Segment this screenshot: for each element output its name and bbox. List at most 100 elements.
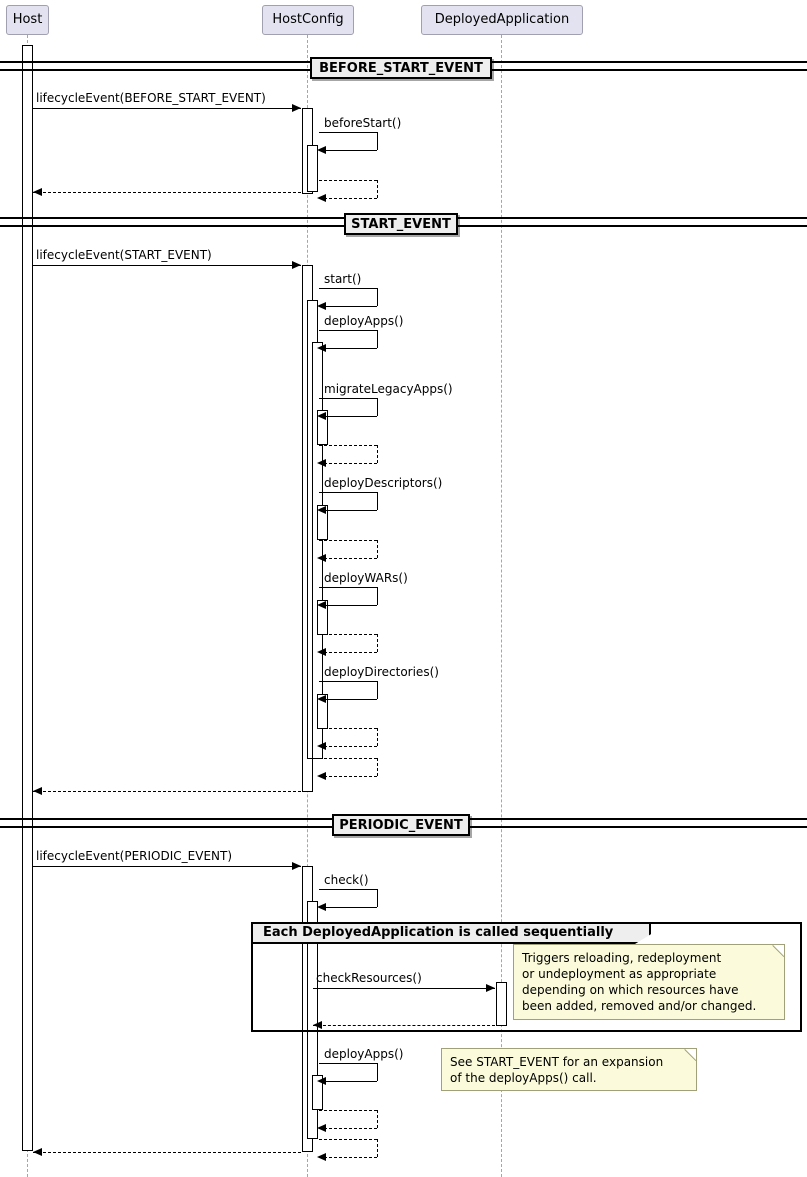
arrowhead-icon [317, 695, 326, 703]
message-line [33, 265, 301, 266]
activation-bar [22, 45, 33, 1151]
message-label: migrateLegacyApps() [324, 382, 453, 396]
arrowhead-icon [292, 862, 301, 870]
self-message-top [319, 889, 377, 890]
self-message-bottom [319, 907, 377, 908]
message-label: checkResources() [316, 971, 422, 985]
arrowhead-icon [313, 1021, 322, 1029]
self-message-side [377, 728, 378, 746]
self-message-top [319, 1139, 377, 1140]
note-check-resources: Triggers reloading, redeployment or unde… [513, 944, 785, 1020]
self-message-side [377, 398, 378, 416]
lifeline-deployedapplication [501, 35, 502, 1177]
self-message-bottom [319, 699, 377, 700]
self-message-side [377, 132, 378, 150]
message-line [313, 1025, 495, 1026]
activation-bar [312, 1075, 323, 1110]
message-line [33, 866, 301, 867]
self-message-bottom [319, 306, 377, 307]
message-label: deployApps() [324, 314, 404, 328]
self-message-side [377, 587, 378, 605]
arrowhead-icon [317, 772, 326, 780]
self-message-top [319, 330, 377, 331]
arrowhead-icon [33, 188, 42, 196]
self-message-top [319, 1110, 377, 1111]
arrowhead-icon [317, 1124, 326, 1132]
participant-host[interactable]: Host [6, 5, 49, 35]
message-label: deployApps() [324, 1047, 404, 1061]
self-message-bottom [319, 510, 377, 511]
self-message-bottom [319, 746, 377, 747]
note-fold-corner-icon [685, 1049, 696, 1060]
note-fold-corner-icon [773, 945, 784, 956]
message-line [313, 988, 495, 989]
arrowhead-icon [317, 1153, 326, 1161]
arrowhead-icon [317, 554, 326, 562]
message-label: lifecycleEvent(START_EVENT) [36, 248, 212, 262]
arrowhead-icon [33, 1148, 42, 1156]
self-message-side [377, 758, 378, 776]
self-message-bottom [319, 1128, 377, 1129]
activation-bar [307, 145, 318, 192]
message-line [33, 791, 301, 792]
loop-frame-label: Each DeployedApplication is called seque… [251, 922, 651, 944]
self-message-side [377, 634, 378, 652]
arrowhead-icon [33, 787, 42, 795]
participant-hostconfig[interactable]: HostConfig [262, 5, 354, 35]
arrowhead-icon [292, 104, 301, 112]
self-message-side [377, 889, 378, 907]
self-message-top [319, 492, 377, 493]
arrowhead-icon [317, 344, 326, 352]
arrowhead-icon [317, 742, 326, 750]
arrowhead-icon [317, 506, 326, 514]
arrowhead-icon [317, 601, 326, 609]
message-label: lifecycleEvent(PERIODIC_EVENT) [36, 849, 233, 863]
self-message-top [319, 180, 377, 181]
self-message-top [319, 728, 377, 729]
message-label: deployDirectories() [324, 665, 439, 679]
self-message-top [319, 758, 377, 759]
self-message-side [377, 681, 378, 699]
divider-label: START_EVENT [344, 213, 458, 235]
self-message-top [319, 445, 377, 446]
self-message-side [377, 540, 378, 558]
message-line [33, 108, 301, 109]
self-message-bottom [319, 198, 377, 199]
self-message-top [319, 681, 377, 682]
self-message-top [319, 288, 377, 289]
self-message-side [377, 330, 378, 348]
arrowhead-icon [317, 146, 326, 154]
message-label: deployWARs() [324, 571, 408, 585]
arrowhead-icon [317, 194, 326, 202]
self-message-top [319, 1063, 377, 1064]
self-message-side [377, 1063, 378, 1081]
activation-bar [317, 505, 328, 540]
message-label: deployDescriptors() [324, 476, 443, 490]
message-label: lifecycleEvent(BEFORE_START_EVENT) [36, 91, 266, 105]
self-message-bottom [319, 652, 377, 653]
arrowhead-icon [317, 412, 326, 420]
self-message-bottom [319, 150, 377, 151]
arrowhead-icon [292, 261, 301, 269]
self-message-bottom [319, 348, 377, 349]
arrowhead-icon [317, 302, 326, 310]
divider-label: PERIODIC_EVENT [332, 814, 470, 836]
self-message-top [319, 398, 377, 399]
self-message-bottom [319, 1157, 377, 1158]
activation-bar [317, 410, 328, 445]
self-message-side [377, 1139, 378, 1157]
arrowhead-icon [317, 903, 326, 911]
activation-bar [496, 982, 507, 1026]
participant-deployedapplication[interactable]: DeployedApplication [421, 5, 583, 35]
self-message-side [377, 445, 378, 463]
message-label: beforeStart() [324, 116, 402, 130]
self-message-bottom [319, 416, 377, 417]
divider-label: BEFORE_START_EVENT [310, 57, 492, 79]
note-deploy-apps: See START_EVENT for an expansion of the … [441, 1048, 697, 1091]
self-message-top [319, 587, 377, 588]
self-message-side [377, 1110, 378, 1128]
self-message-top [319, 540, 377, 541]
arrowhead-icon [486, 984, 495, 992]
self-message-bottom [319, 558, 377, 559]
